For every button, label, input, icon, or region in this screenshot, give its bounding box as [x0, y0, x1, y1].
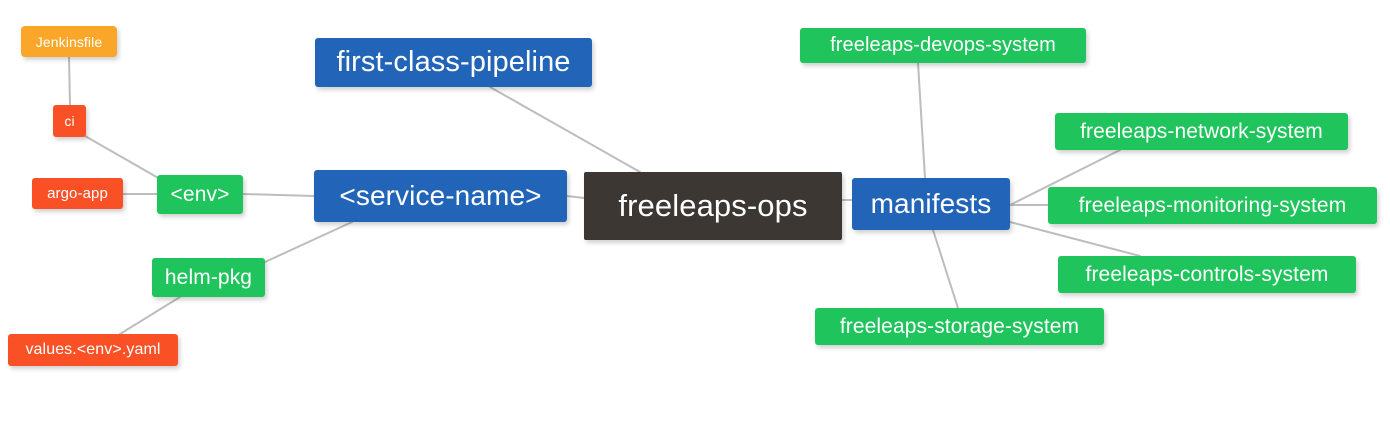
node-label: freeleaps-devops-system: [830, 34, 1056, 56]
edge-first-class-pipeline-to-freeleaps-ops: [489, 86, 641, 173]
node-label: Jenkinsfile: [35, 33, 103, 50]
edge-jenkinsfile-to-ci: [68, 56, 71, 106]
node-helm-pkg[interactable]: helm-pkg: [152, 258, 265, 297]
node-ci[interactable]: ci: [53, 105, 86, 137]
node-service-name[interactable]: <service-name>: [314, 170, 567, 222]
node-freeleaps-network-system[interactable]: freeleaps-network-system: [1055, 113, 1348, 150]
node-label: freeleaps-storage-system: [839, 314, 1080, 338]
edge-manifests-to-freeleaps-devops-system: [917, 62, 926, 179]
node-env[interactable]: <env>: [157, 175, 243, 214]
node-label: first-class-pipeline: [336, 46, 571, 78]
node-freeleaps-devops-system[interactable]: freeleaps-devops-system: [800, 28, 1086, 63]
node-manifests[interactable]: manifests: [852, 178, 1010, 230]
node-label: freeleaps-ops: [618, 188, 808, 223]
node-label: <env>: [170, 182, 230, 206]
node-label: helm-pkg: [164, 265, 253, 289]
edge-manifests-to-freeleaps-controls-system: [1009, 221, 1141, 257]
node-label: values.<env>.yaml: [25, 341, 161, 358]
node-jenkinsfile[interactable]: Jenkinsfile: [21, 26, 117, 57]
node-freeleaps-controls-system[interactable]: freeleaps-controls-system: [1058, 256, 1356, 293]
edge-service-name-to-freeleaps-ops: [566, 195, 585, 199]
edge-manifests-to-freeleaps-storage-system: [932, 229, 959, 309]
node-freeleaps-storage-system[interactable]: freeleaps-storage-system: [815, 308, 1104, 345]
node-label: freeleaps-controls-system: [1085, 262, 1329, 286]
node-label: manifests: [870, 188, 992, 219]
node-freeleaps-monitoring-system[interactable]: freeleaps-monitoring-system: [1048, 187, 1377, 224]
node-first-class-pipeline[interactable]: first-class-pipeline: [315, 38, 592, 87]
node-label: ci: [64, 113, 75, 129]
edge-service-name-to-helm-pkg: [264, 221, 353, 263]
edge-ci-to-env: [84, 135, 161, 180]
node-values-yaml[interactable]: values.<env>.yaml: [8, 334, 178, 366]
edge-env-to-service-name: [242, 193, 315, 197]
node-label: argo-app: [47, 185, 108, 202]
node-label: <service-name>: [339, 180, 542, 211]
node-argo-app[interactable]: argo-app: [32, 178, 123, 209]
node-label: freeleaps-monitoring-system: [1078, 193, 1347, 217]
node-freeleaps-ops[interactable]: freeleaps-ops: [584, 172, 842, 240]
node-label: freeleaps-network-system: [1080, 119, 1323, 143]
edge-helm-pkg-to-values-yaml: [119, 296, 181, 335]
